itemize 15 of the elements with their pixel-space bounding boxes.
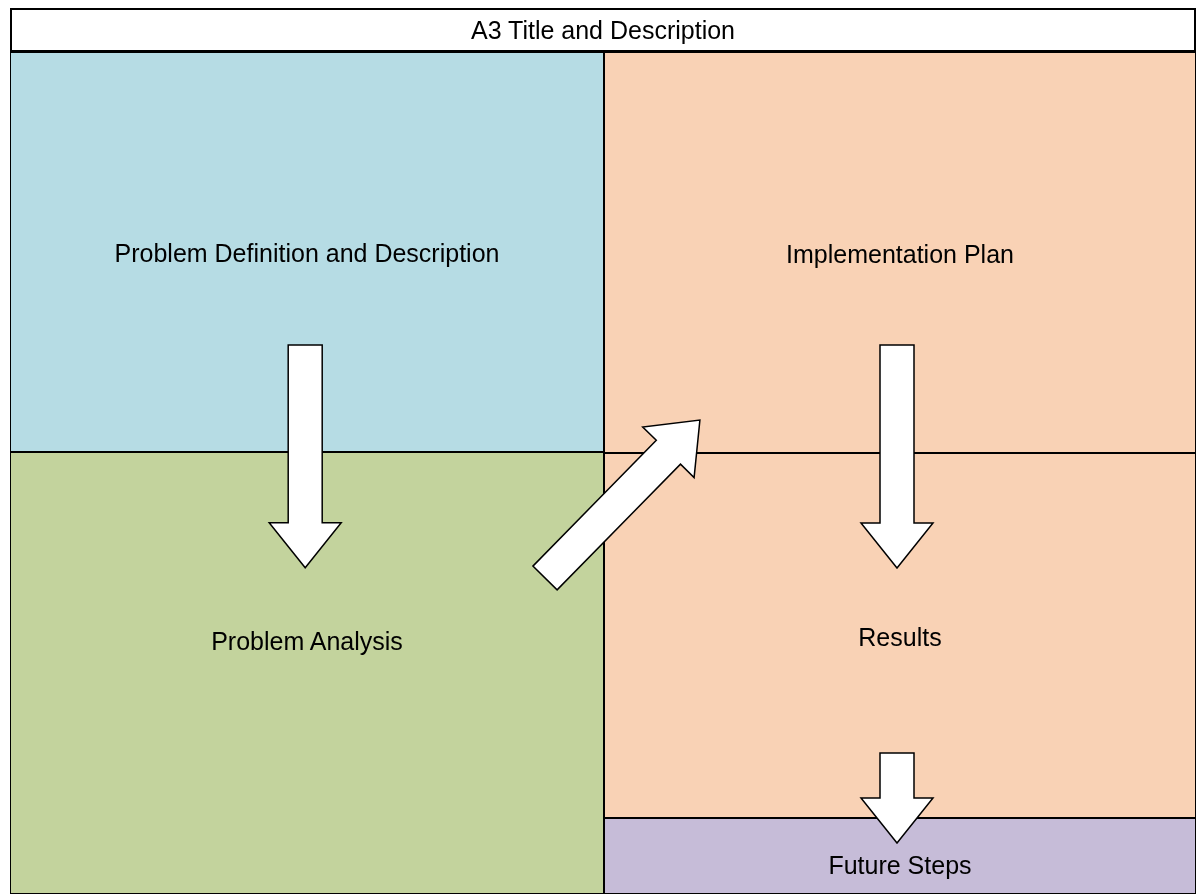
section-heading: Problem Definition and Description (114, 239, 500, 267)
section-panel (10, 52, 604, 452)
section-panel (604, 453, 1196, 818)
section-heading: Problem Analysis (211, 627, 403, 655)
section-panel (10, 452, 604, 894)
block-arrow (859, 752, 935, 845)
block-arrow (531, 419, 701, 591)
block-arrow (859, 344, 935, 570)
section-heading: Future Steps (828, 851, 972, 879)
section-heading: Results (858, 623, 942, 651)
section-heading: Implementation Plan (786, 240, 1014, 268)
block-arrow (267, 344, 343, 569)
section-panel (604, 52, 1196, 453)
section-panel (604, 818, 1196, 894)
title-bar: A3 Title and Description (10, 8, 1196, 52)
